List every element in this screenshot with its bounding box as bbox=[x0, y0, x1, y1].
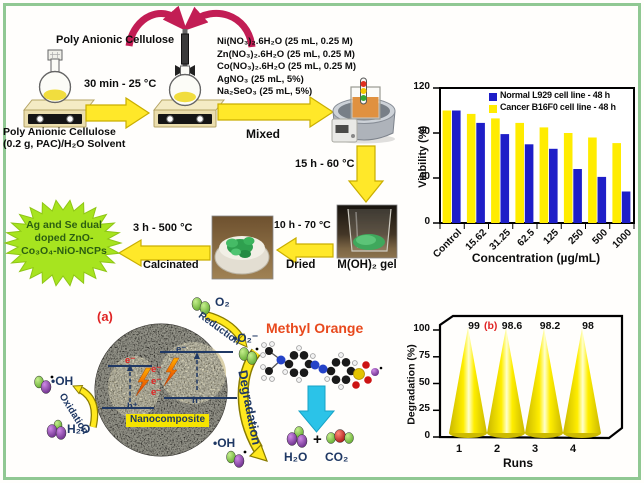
flask-left bbox=[38, 49, 72, 104]
atom bbox=[261, 342, 267, 348]
methyl-orange-molecule bbox=[260, 341, 383, 390]
atom bbox=[341, 358, 351, 367]
co2-product-molecule bbox=[344, 432, 354, 444]
bar-normal bbox=[573, 169, 582, 223]
atom bbox=[341, 375, 351, 384]
atom bbox=[346, 366, 356, 376]
cone-run-4 bbox=[563, 328, 601, 433]
arrow-step2 bbox=[347, 145, 385, 203]
radical-dot bbox=[50, 375, 54, 379]
gel-photo bbox=[336, 204, 398, 259]
atom bbox=[318, 364, 328, 374]
bar-cancer bbox=[539, 127, 549, 223]
water-left-molecule bbox=[55, 426, 67, 440]
atom bbox=[289, 351, 299, 360]
cone-run-1 bbox=[449, 327, 487, 433]
atom bbox=[299, 351, 309, 360]
atom bbox=[352, 360, 358, 366]
radical-dot bbox=[243, 450, 247, 454]
atom bbox=[362, 361, 370, 369]
atom bbox=[269, 341, 275, 347]
degradation-plot-frame bbox=[438, 314, 624, 440]
atom bbox=[352, 381, 360, 389]
atom bbox=[324, 376, 330, 382]
cone-run-3 bbox=[525, 327, 563, 433]
atom bbox=[331, 375, 341, 384]
reduction-arrow bbox=[204, 311, 248, 348]
oxidation-arrow bbox=[72, 384, 99, 428]
atom bbox=[310, 360, 320, 370]
figure-border bbox=[3, 3, 641, 480]
co2-product-molecule bbox=[334, 429, 346, 443]
atom bbox=[265, 347, 273, 355]
bar-normal bbox=[476, 122, 485, 223]
water-left-molecule bbox=[46, 424, 58, 438]
small-molecules bbox=[34, 297, 354, 468]
degradation-down-arrow bbox=[297, 385, 336, 433]
atom bbox=[269, 376, 275, 382]
nanocomposite-circle bbox=[94, 323, 237, 457]
superoxide-molecule bbox=[246, 351, 258, 365]
atom bbox=[289, 368, 299, 377]
atom bbox=[296, 345, 302, 351]
arrow-calcinated bbox=[117, 238, 211, 268]
atom bbox=[331, 358, 341, 367]
bar-cancer bbox=[515, 122, 524, 223]
atom bbox=[379, 366, 383, 370]
bar-cancer bbox=[466, 113, 476, 223]
chart-dynamic-layer bbox=[433, 87, 635, 438]
bar-cancer bbox=[563, 133, 573, 223]
atom bbox=[261, 375, 267, 381]
bar-normal bbox=[597, 176, 607, 223]
bar-cancer bbox=[442, 110, 452, 223]
arrow-mixed bbox=[217, 95, 335, 129]
radical-dot bbox=[255, 347, 259, 351]
co2-product-molecule bbox=[326, 432, 336, 444]
atom bbox=[310, 353, 316, 359]
atom bbox=[299, 368, 309, 377]
atom bbox=[326, 366, 336, 376]
hydroxyl-bottom-molecule bbox=[233, 454, 245, 468]
water-product-molecule bbox=[296, 434, 308, 448]
atom bbox=[371, 368, 379, 376]
atom bbox=[284, 359, 294, 369]
bar-normal bbox=[452, 110, 461, 223]
atom bbox=[364, 376, 372, 384]
o2-molecule bbox=[199, 301, 211, 315]
bar-cancer bbox=[588, 137, 597, 223]
cone-run-2 bbox=[487, 327, 525, 433]
arrow-dried bbox=[275, 236, 334, 265]
bar-cancer bbox=[491, 118, 500, 223]
crucible-photo bbox=[211, 215, 274, 280]
water-product-molecule bbox=[286, 432, 298, 446]
atom bbox=[276, 355, 286, 365]
arrow-step1 bbox=[85, 96, 151, 130]
atom bbox=[296, 377, 302, 383]
bar-normal bbox=[621, 191, 631, 223]
product-starburst bbox=[3, 199, 123, 287]
atom bbox=[260, 352, 266, 358]
bar-cancer bbox=[612, 143, 621, 223]
atom bbox=[260, 364, 266, 370]
atom bbox=[282, 369, 288, 375]
bar-normal bbox=[524, 144, 534, 224]
atom bbox=[338, 352, 344, 358]
water-bath bbox=[331, 77, 396, 144]
atom bbox=[265, 367, 273, 375]
flask-middle bbox=[168, 29, 202, 107]
atom bbox=[353, 368, 365, 380]
hydroxyl-left-molecule bbox=[40, 380, 52, 394]
bar-normal bbox=[549, 148, 558, 224]
bar-normal bbox=[500, 134, 510, 223]
atom bbox=[338, 384, 344, 390]
recycle-arrows bbox=[125, 5, 256, 48]
hotplate-left bbox=[23, 99, 95, 128]
